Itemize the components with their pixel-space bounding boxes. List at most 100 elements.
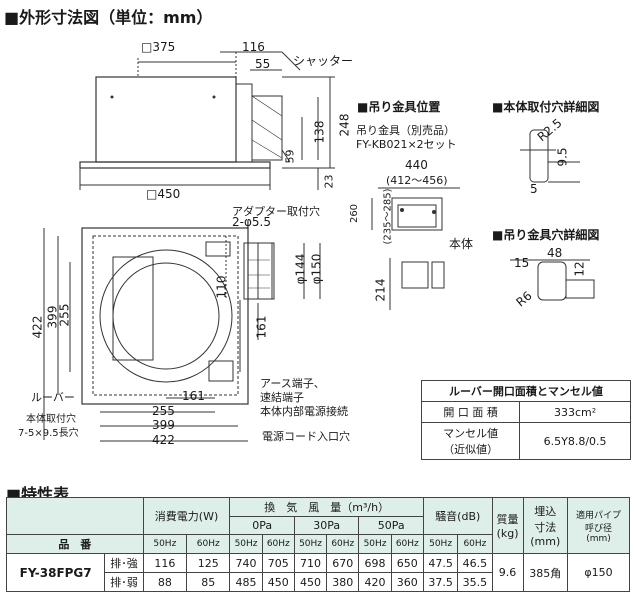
- header-0pa: 0Pa: [229, 516, 295, 535]
- table-row: 排･弱 88 85 485 450 450 380 420 360 37.5 3…: [7, 572, 630, 592]
- header-pipe: 適用パイプ 呼び径 (mm): [566, 497, 631, 554]
- mount-hole-size: 7-5×9.5長穴: [18, 428, 79, 439]
- value-cell: 37.5: [422, 572, 459, 592]
- outline-title: ■外形寸法図（単位：mm）: [4, 8, 213, 27]
- header-30pa: 30Pa: [293, 516, 360, 535]
- value-cell: 46.5: [457, 553, 493, 573]
- header-embed: 埋込 寸法 (mm): [522, 497, 568, 554]
- hz-cell: 60Hz: [326, 534, 360, 554]
- value-cell: 705: [261, 553, 295, 573]
- dim-23: 23: [322, 174, 336, 189]
- dim-5: 5: [530, 182, 538, 196]
- dim-422-horizontal: 422: [152, 433, 175, 447]
- hz-cell: 60Hz: [261, 534, 295, 554]
- spec-blank: [6, 497, 144, 535]
- internal-power-label: 本体内部電源接続: [260, 405, 348, 418]
- dim-161-horizontal: 161: [182, 389, 205, 403]
- mode-cell: 排･弱: [104, 572, 144, 592]
- louver-table-title: ルーバー開口面積とマンセル値: [421, 380, 631, 402]
- adapter-hole-label: アダプター取付穴: [232, 205, 320, 218]
- mass-cell: 9.6: [491, 553, 524, 592]
- hz-cell: 50Hz: [293, 534, 328, 554]
- hz-cell: 50Hz: [142, 534, 188, 554]
- value-cell: 360: [390, 572, 424, 592]
- shutter-label: シャッター: [293, 54, 354, 68]
- hz-cell: 50Hz: [358, 534, 392, 554]
- value-cell: 116: [142, 553, 188, 573]
- hontai-label: 本体: [449, 237, 474, 251]
- hanger-position-title: ■吊り金具位置: [357, 100, 441, 114]
- hanger-label-1: 吊り金具（別売品）: [356, 124, 455, 137]
- header-power: 消費電力(W): [142, 497, 231, 535]
- spec-table: 消費電力(W) 換 気 風 量（m³/h） 騒音(dB) 質量 (kg) 埋込 …: [5, 497, 631, 592]
- value-cell: 380: [326, 572, 360, 592]
- dim-440: 440: [405, 158, 428, 172]
- quick-terminal-label: 速結端子: [260, 391, 304, 404]
- hz-cell: 50Hz: [422, 534, 459, 554]
- value-cell: 450: [293, 572, 328, 592]
- value-cell: 670: [326, 553, 360, 573]
- value-cell: 698: [358, 553, 392, 573]
- hanger-label-2: FY-KB021×2セット: [356, 138, 457, 151]
- dim-255-vertical: 255: [57, 303, 72, 327]
- dim-9.5: 9.5: [555, 147, 570, 167]
- header-airflow: 換 気 風 量（m³/h）: [229, 497, 424, 517]
- dim-214: 214: [373, 278, 388, 302]
- dim-15: 15: [514, 256, 530, 270]
- value-cell: 35.5: [457, 572, 493, 592]
- dim-422-vertical: 422: [30, 315, 45, 339]
- header-mass: 質量 (kg): [491, 497, 524, 554]
- value-cell: 485: [229, 572, 263, 592]
- dim-255-horizontal: 255: [152, 404, 175, 418]
- dim-55: 55: [255, 57, 271, 71]
- embed-cell: 385角: [522, 553, 568, 592]
- hanger-hole-title: ■吊り金具穴詳細図: [492, 228, 600, 242]
- louver-table: ルーバー開口面積とマンセル値 開 口 面 積 333cm² マンセル値 （近似値…: [420, 380, 631, 460]
- dim-phi150: φ150: [309, 253, 324, 285]
- louver-row-label: 開 口 面 積: [420, 401, 521, 423]
- header-noise: 騒音(dB): [422, 497, 493, 535]
- louver-label: ルーバー: [31, 391, 75, 404]
- louver-row-label: マンセル値 （近似値）: [420, 422, 521, 460]
- value-cell: 85: [186, 572, 231, 592]
- hz-cell: 60Hz: [186, 534, 231, 554]
- value-cell: 125: [186, 553, 231, 573]
- dim-phi144: φ144: [293, 253, 308, 285]
- value-cell: 420: [358, 572, 392, 592]
- earth-terminal-label: アース端子、: [260, 377, 325, 390]
- louver-row-value: 333cm²: [519, 401, 631, 423]
- dim-260: 260: [349, 203, 361, 224]
- dim-412-456: (412～456): [386, 174, 448, 187]
- header-50pa: 50Pa: [358, 516, 424, 535]
- mode-cell: 排･強: [104, 553, 144, 573]
- dim-399-horizontal: 399: [152, 418, 175, 432]
- header-model: 品 番: [6, 534, 144, 554]
- dim-12: 12: [572, 261, 587, 277]
- value-cell: 47.5: [422, 553, 459, 573]
- dim-161-vertical: 161: [254, 315, 269, 339]
- dim-138: 138: [312, 120, 327, 144]
- outline-drawing: [43, 51, 595, 442]
- power-cord-hole-label: 電源コード入口穴: [262, 430, 350, 443]
- dim-235-285: (235～285): [382, 188, 394, 245]
- value-cell: 710: [293, 553, 328, 573]
- value-cell: 650: [390, 553, 424, 573]
- value-cell: 450: [261, 572, 295, 592]
- value-cell: 88: [142, 572, 188, 592]
- hz-cell: 60Hz: [457, 534, 493, 554]
- table-row: FY-38FPG7 排･強 116 125 740 705 710 670 69…: [5, 553, 631, 592]
- louver-row-value: 6.5Y8.8/0.5: [519, 422, 631, 460]
- hz-cell: 50Hz: [229, 534, 263, 554]
- dim-248: 248: [337, 113, 352, 137]
- mount-hole-label: 本体取付穴: [26, 414, 76, 425]
- dim-48: 48: [547, 246, 563, 260]
- dim-116: 116: [242, 40, 265, 54]
- dim-sq375: □375: [141, 40, 176, 54]
- body-hole-title: ■本体取付穴詳細図: [492, 100, 600, 114]
- model-cell: FY-38FPG7: [5, 553, 106, 592]
- pipe-cell: φ150: [566, 553, 631, 592]
- dim-110: 110: [214, 275, 229, 299]
- dim-sq450: □450: [146, 187, 181, 201]
- hz-cell: 60Hz: [390, 534, 424, 554]
- dim-2-5.5: 2-φ5.5: [232, 215, 271, 229]
